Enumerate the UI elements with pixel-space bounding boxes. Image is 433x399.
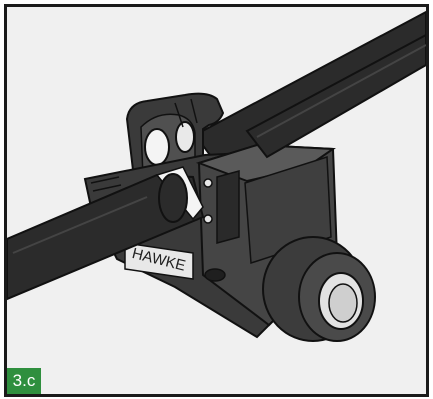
step-badge: 3.c (7, 368, 41, 394)
pipe-cutter-illustration: HAWKE (7, 7, 426, 394)
adjustment-knob (263, 237, 375, 341)
figure-frame: HAWKE 3.c (4, 4, 429, 397)
